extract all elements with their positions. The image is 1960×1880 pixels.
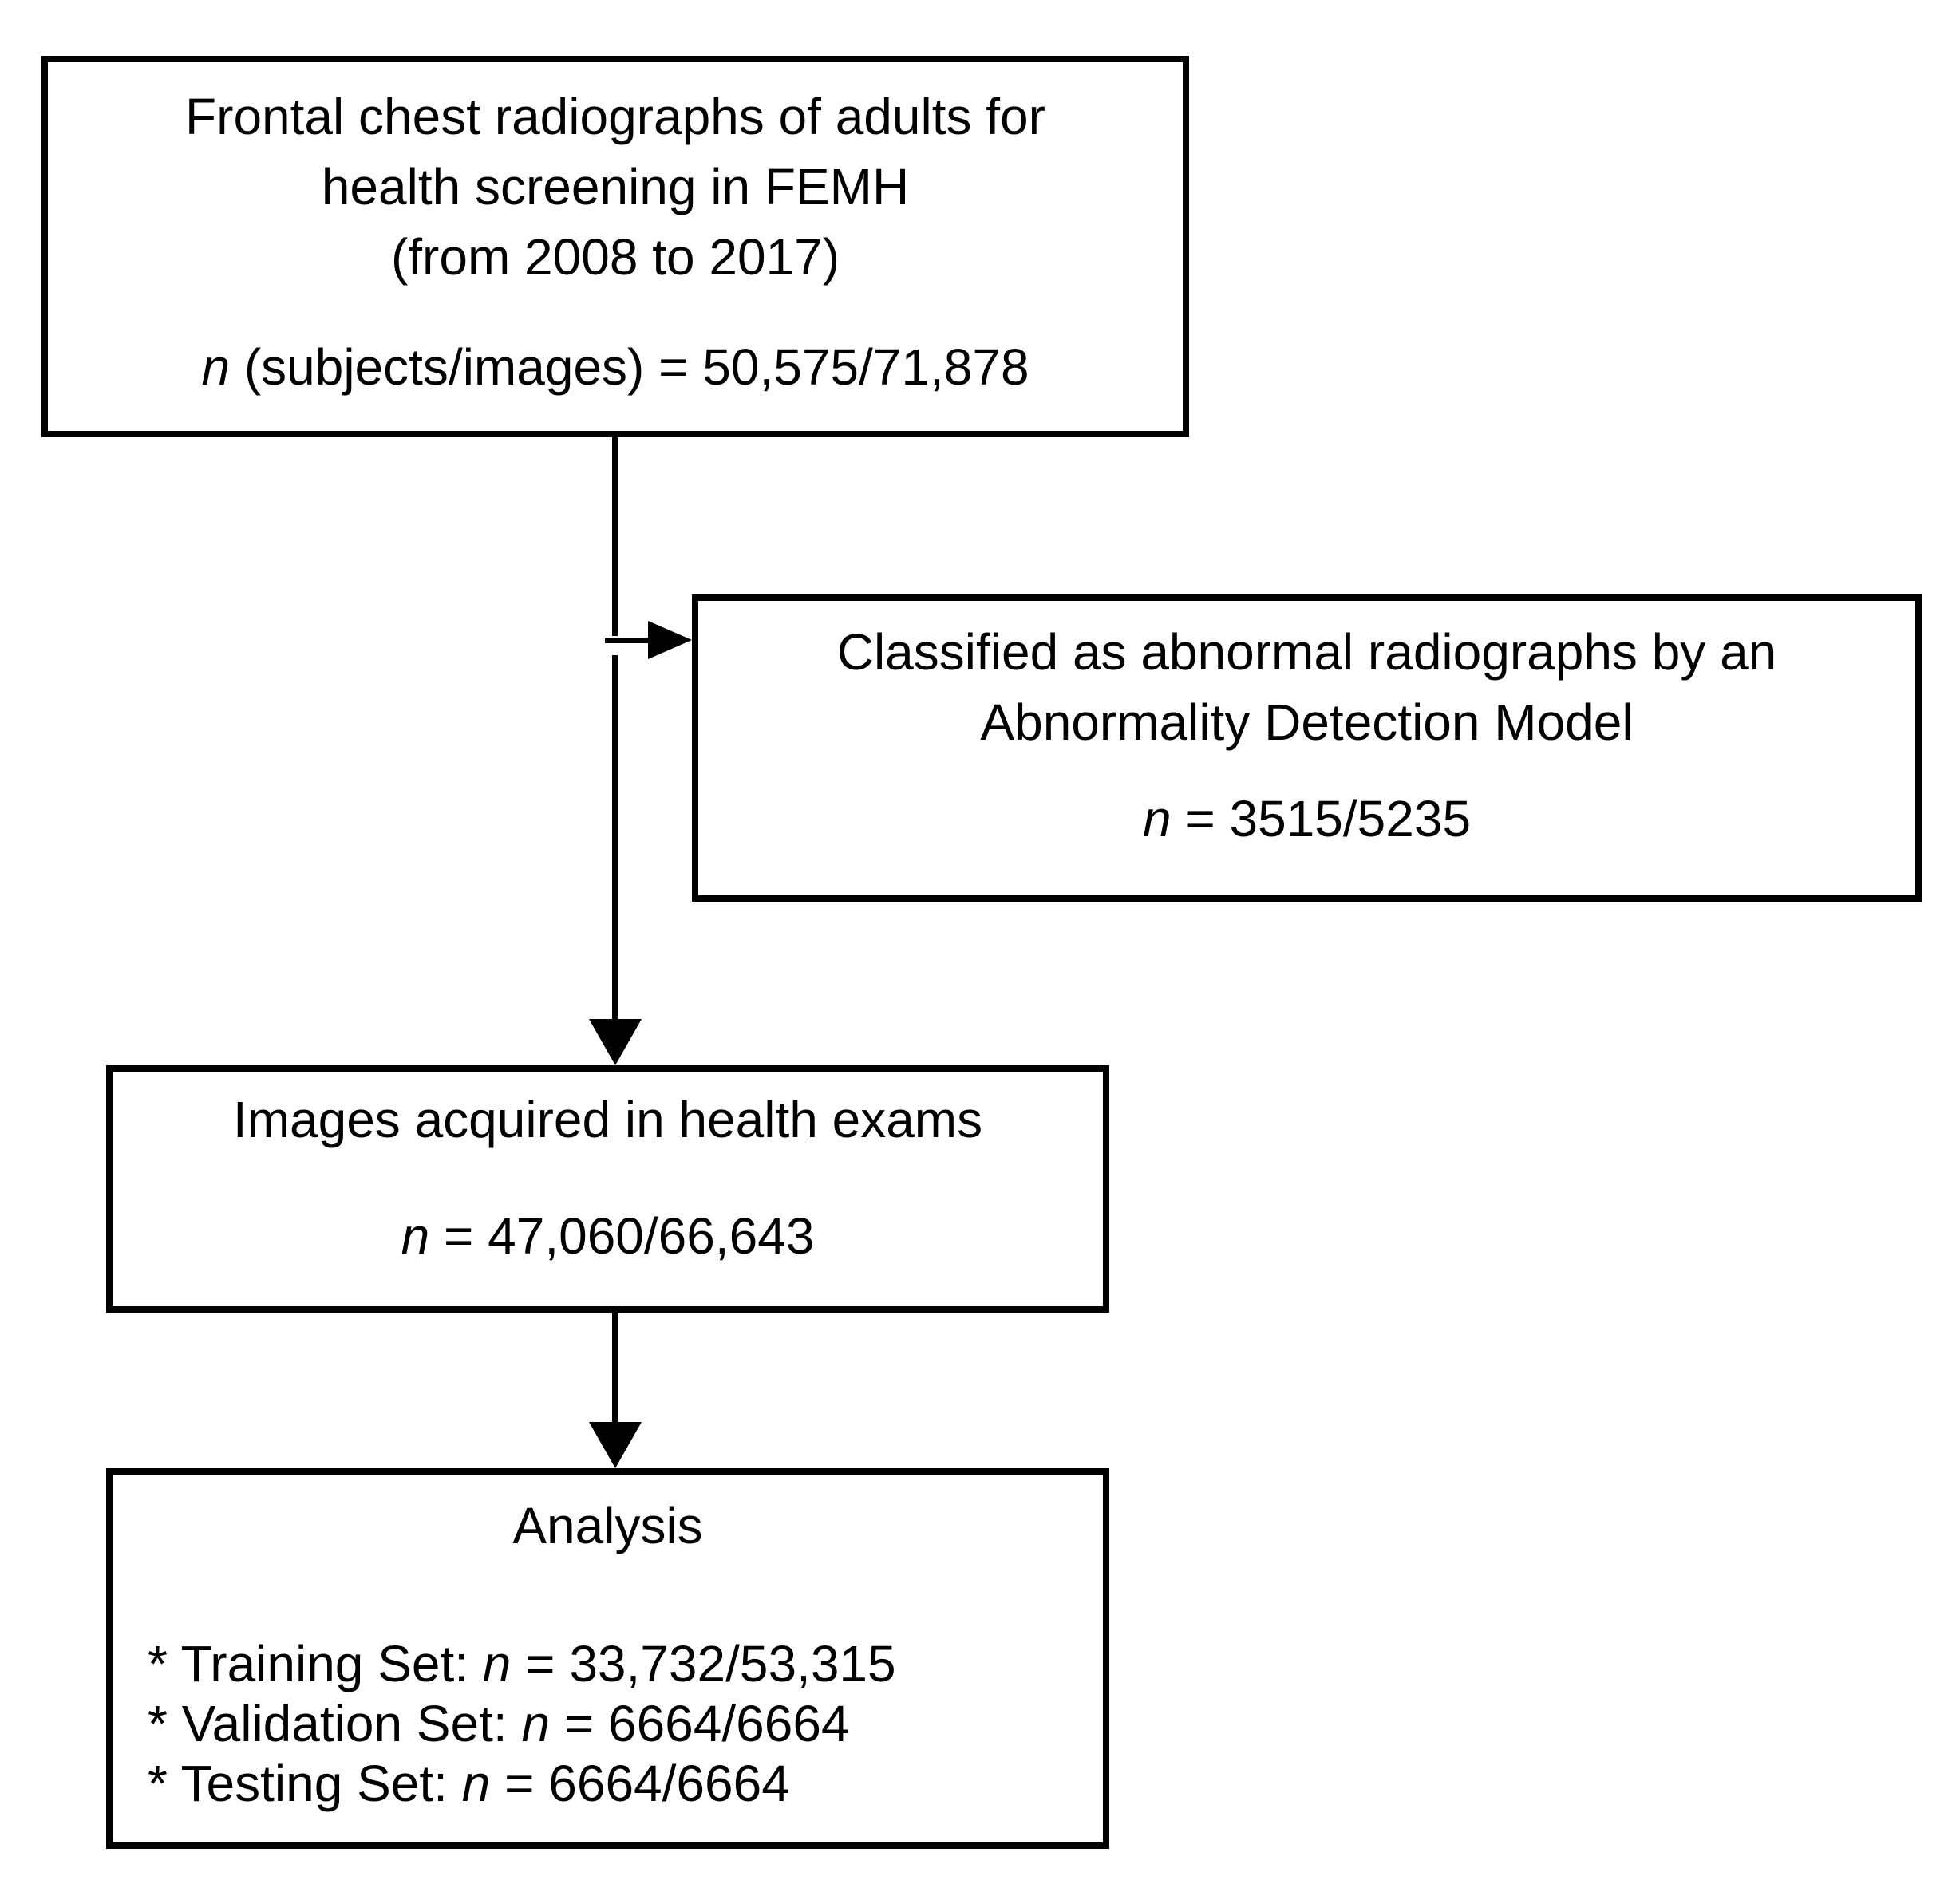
n-symbol: n [401,1207,430,1265]
connector-vertical-upper [612,435,618,636]
n-symbol: n [1142,790,1172,847]
box-source-cohort: Frontal chest radiographs of adults for … [41,56,1189,437]
box-health-heading-line1: Images acquired in health exams [232,1091,983,1148]
box-health-count-text: = 47,060/66,643 [429,1207,815,1265]
box-analysis-title: Analysis [121,1491,1095,1561]
box-analysis: Analysis * Training Set: n = 33,732/53,3… [106,1468,1109,1849]
bullet-training-count: = 33,732/53,315 [511,1635,896,1692]
bullet-validation-set: * Validation Set: n = 6664/6664 [148,1694,1095,1754]
n-symbol: n [521,1695,551,1752]
arrowhead-down-icon [589,1422,642,1468]
n-symbol: n [482,1635,512,1692]
bullet-validation-count: = 6664/6664 [550,1695,850,1752]
n-symbol: n [201,338,231,396]
connector-vertical-lower [612,655,618,1022]
box-analysis-bullets: * Training Set: n = 33,732/53,315 * Vali… [121,1634,1095,1814]
arrowhead-down-icon [589,1019,642,1065]
box-health-heading: Images acquired in health exams [121,1084,1095,1155]
connector-vertical-bottom [612,1313,618,1422]
box-source-heading: Frontal chest radiographs of adults for … [56,81,1175,292]
box-source-heading-line2: health screening in FEMH [321,158,910,215]
box-analysis-title-text: Analysis [512,1497,703,1554]
bullet-testing-set: * Testing Set: n = 6664/6664 [148,1754,1095,1814]
connector-branch-horizontal [605,638,650,643]
box-source-count-text: (subjects/images) = 50,575/71,878 [230,338,1029,396]
box-source-heading-line3: (from 2008 to 2017) [390,228,840,286]
box-abnormal-heading: Classified as abnormal radiographs by an… [706,617,1907,757]
box-health-exams: Images acquired in health exams n = 47,0… [106,1065,1109,1313]
bullet-validation-prefix: * Validation Set: [148,1695,522,1752]
box-source-heading-line1: Frontal chest radiographs of adults for [185,88,1045,145]
box-source-count-line: n (subjects/images) = 50,575/71,878 [56,332,1175,402]
box-abnormal-radiographs: Classified as abnormal radiographs by an… [692,594,1922,902]
box-abnormal-count-text: = 3515/5235 [1171,790,1472,847]
bullet-testing-count: = 6664/6664 [490,1755,790,1812]
box-abnormal-count-line: n = 3515/5235 [706,784,1907,854]
box-abnormal-heading-line1: Classified as abnormal radiographs by an [836,623,1777,681]
arrowhead-right-icon [648,621,692,659]
box-health-count-line: n = 47,060/66,643 [121,1201,1095,1271]
bullet-training-set: * Training Set: n = 33,732/53,315 [148,1634,1095,1694]
box-abnormal-heading-line2: Abnormality Detection Model [980,693,1634,751]
bullet-testing-prefix: * Testing Set: [148,1755,462,1812]
n-symbol: n [461,1755,491,1812]
bullet-training-prefix: * Training Set: [148,1635,483,1692]
